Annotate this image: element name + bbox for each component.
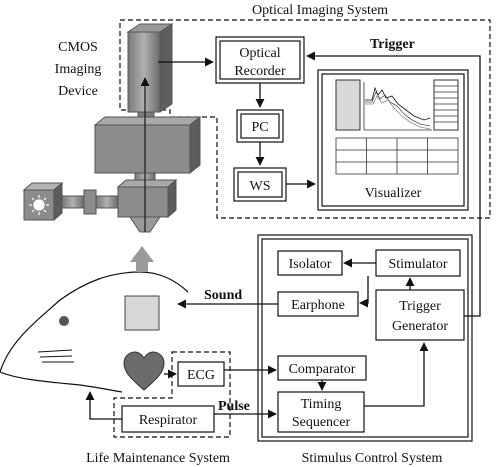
svg-text:WS: WS xyxy=(250,179,271,194)
optical-system-label: Optical Imaging System xyxy=(252,3,388,18)
sound-label: Sound xyxy=(204,288,242,303)
visualizer-panel: Visualizer xyxy=(317,69,469,211)
svg-text:PC: PC xyxy=(251,120,268,135)
optical-system-border xyxy=(119,19,491,219)
isolator-box: Isolator xyxy=(277,250,343,276)
ws-box: WS xyxy=(233,167,287,202)
timing-sequencer-box: Timing Sequencer xyxy=(277,391,365,433)
svg-text:Trigger: Trigger xyxy=(399,299,441,314)
svg-text:Earphone: Earphone xyxy=(291,298,345,313)
whiskers xyxy=(37,349,74,363)
pc-box: PC xyxy=(236,109,284,143)
svg-text:Recorder: Recorder xyxy=(234,64,286,79)
imaging-window xyxy=(124,295,160,331)
respirator-box: Respirator xyxy=(121,405,215,433)
stimulus-control-label: Stimulus Control System xyxy=(302,451,443,466)
pulse-label: Pulse xyxy=(218,399,250,414)
svg-text:Respirator: Respirator xyxy=(139,413,198,428)
light-source-icon xyxy=(29,195,49,215)
visualizer-image-pane xyxy=(335,79,361,131)
svg-text:Imaging: Imaging xyxy=(55,62,102,77)
svg-text:ECG: ECG xyxy=(187,368,215,383)
svg-text:Optical: Optical xyxy=(239,46,280,61)
visualizer-table xyxy=(335,137,459,175)
eye-icon xyxy=(59,316,69,326)
life-maintenance-border xyxy=(113,351,231,438)
svg-text:Isolator: Isolator xyxy=(289,257,332,272)
animal-head-illustration xyxy=(0,246,189,393)
comparator-box: Comparator xyxy=(277,355,367,381)
visualizer-traces xyxy=(363,82,432,131)
cmos-device-label: CMOS Imaging Device xyxy=(55,40,102,99)
respirator-to-animal xyxy=(85,391,122,420)
svg-text:CMOS: CMOS xyxy=(58,40,98,55)
svg-text:Timing: Timing xyxy=(301,397,342,412)
svg-text:Stimulator: Stimulator xyxy=(388,257,447,272)
svg-text:Device: Device xyxy=(58,84,98,99)
svg-text:Sequencer: Sequencer xyxy=(292,415,351,430)
stimulus-control-border xyxy=(257,234,473,442)
optical-recorder-box: Optical Recorder xyxy=(215,36,305,84)
svg-text:Generator: Generator xyxy=(392,319,448,334)
svg-text:Visualizer: Visualizer xyxy=(365,186,422,201)
svg-text:Comparator: Comparator xyxy=(289,362,356,377)
trigger-label: Trigger xyxy=(370,37,415,52)
upward-arrow xyxy=(130,246,154,272)
visualizer-list-pane xyxy=(433,79,459,131)
ecg-box: ECG xyxy=(177,361,225,387)
heart-icon xyxy=(123,351,165,391)
stimulator-box: Stimulator xyxy=(375,249,461,277)
earphone-box: Earphone xyxy=(277,291,359,317)
life-maintenance-label: Life Maintenance System xyxy=(86,451,230,466)
microscope-illustration xyxy=(22,23,202,233)
trigger-generator-box: Trigger Generator xyxy=(375,289,465,341)
